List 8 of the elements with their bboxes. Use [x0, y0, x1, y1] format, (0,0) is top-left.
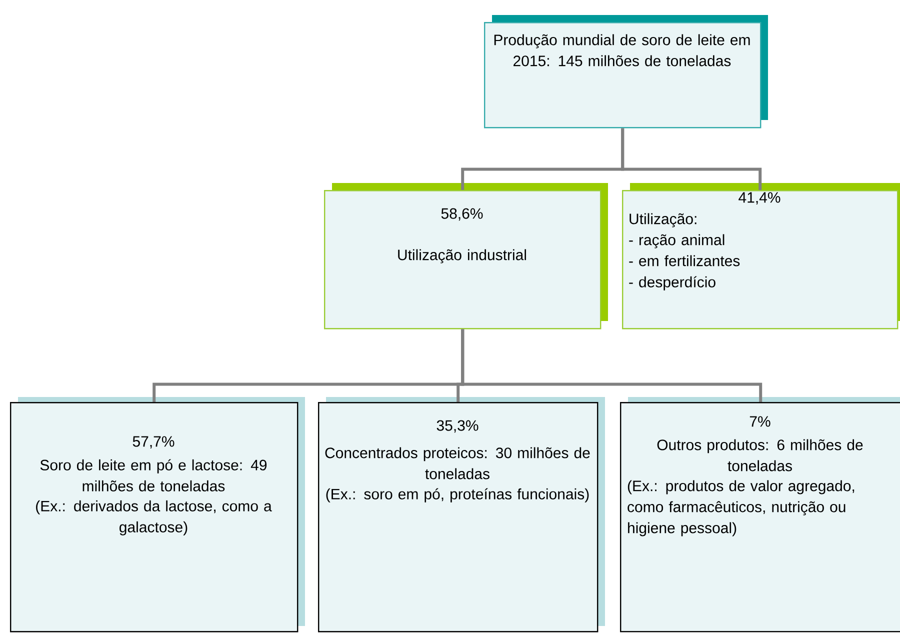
- org-box: 58,6% Utilização industrial: [324, 183, 608, 330]
- connector: [621, 128, 762, 190]
- org-box: Produção mundial de soro de leite em 2015: 145 milhões de toneladas: [484, 15, 768, 128]
- org-box: 41,4% Utilização: - ração animal - em fertilizantes - desperdício: [622, 183, 900, 330]
- org-box: 7% Outros produtos: 6 milhões de toneladas (Ex.: produtos de valor agregado, como farmacêuticos, nutrição ou higiene pessoal): [620, 397, 900, 632]
- org-box: 57,7% Soro de leite em pó e lactose: 49 milhões de toneladas (Ex.: derivados da lactose, como a galactose): [10, 397, 305, 632]
- org-box: 35,3% Concentrados proteicos: 30 milhões de toneladas (Ex.: soro em pó, proteínas funcionais): [318, 397, 605, 632]
- connector: [461, 329, 762, 402]
